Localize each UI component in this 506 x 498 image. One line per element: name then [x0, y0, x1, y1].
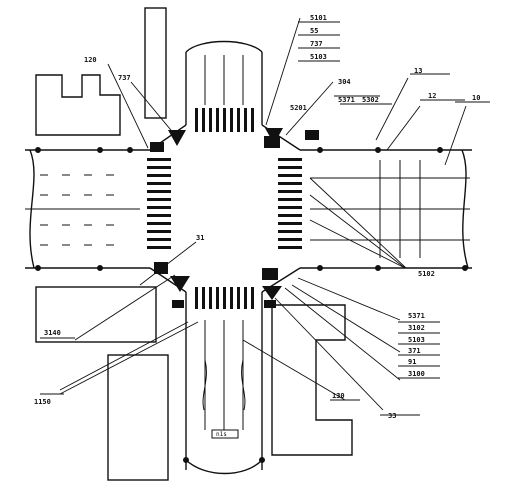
- label-top-right-a: 304: [338, 78, 351, 86]
- label-right-low-1: 5371: [408, 312, 425, 320]
- building-bottom-right: [271, 304, 353, 456]
- label-right-low-6: 3100: [408, 370, 425, 378]
- south-lane-markings: [202, 320, 246, 439]
- west-road-end: [29, 149, 35, 269]
- label-right-low-2: 3102: [408, 324, 425, 332]
- line-art: [25, 7, 490, 481]
- label-bottom-left-a: 3140: [44, 329, 61, 337]
- label-right-low-3: 5103: [408, 336, 425, 344]
- crosswalk-north: [195, 108, 254, 132]
- crosswalk-east: [278, 158, 302, 249]
- east-lane-markings: [310, 160, 470, 258]
- building-bottom-left-a: [35, 286, 157, 343]
- label-top-stack-4: 5103: [310, 53, 327, 61]
- top-label-stack: [40, 21, 490, 416]
- leader-lines: [59, 17, 467, 411]
- label-top-left-b: 737: [118, 74, 131, 82]
- west-lane-markings: [25, 174, 140, 246]
- label-bottom-right: 33: [388, 412, 396, 420]
- crosswalk-west: [147, 158, 171, 249]
- label-bottom-left-b: 1150: [34, 398, 51, 406]
- label-top-stack-2: 55: [310, 27, 318, 35]
- callout-labels: 5101 55 737 5103 304 5371 5302 13 12 10 …: [34, 14, 480, 438]
- label-far-right: 10: [472, 94, 480, 102]
- label-top-left-c: 5201: [290, 104, 307, 112]
- label-top-right-c: 5302: [362, 96, 379, 104]
- label-right-low-4: 371: [408, 347, 421, 355]
- intersection-outline: [149, 124, 301, 293]
- tall-building: [144, 7, 167, 119]
- south-road-cap: [185, 459, 263, 475]
- label-right-mid: 5102: [418, 270, 435, 278]
- building-top-left: [35, 74, 121, 136]
- signal-posts: [35, 146, 469, 464]
- crosswalk-south: [195, 287, 254, 309]
- label-top-right-d: 13: [414, 67, 422, 75]
- label-top-left-a: 120: [84, 56, 97, 64]
- label-top-stack-1: 5101: [310, 14, 327, 22]
- east-road-end: [461, 149, 469, 269]
- label-top-right-e: 12: [428, 92, 436, 100]
- label-bottom-street: n1s: [216, 431, 227, 438]
- crosswalks: [147, 108, 319, 309]
- building-bottom-left-b: [107, 354, 169, 481]
- label-bottom-mid: 130: [332, 392, 345, 400]
- label-top-stack-3: 737: [310, 40, 323, 48]
- label-mid-left: 31: [196, 234, 204, 242]
- label-top-right-b: 5371: [338, 96, 355, 104]
- corner-signals: [150, 128, 319, 308]
- label-right-low-5: 91: [408, 358, 416, 366]
- north-road-cap: [185, 40, 263, 53]
- north-lane-markings: [204, 55, 244, 105]
